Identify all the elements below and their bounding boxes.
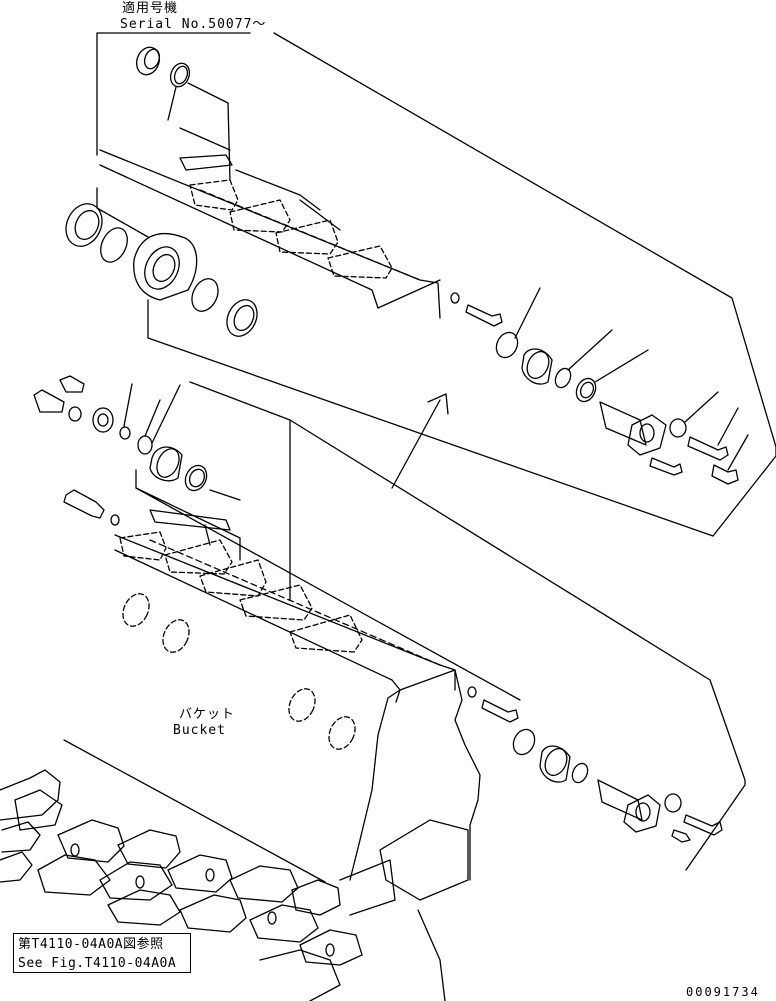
serial-label-jp: 適用号機 bbox=[122, 1, 179, 16]
reference-box: 第T4110-04A0A図参照 See Fig.T4110-04A0A bbox=[13, 933, 191, 973]
assembly-arrow bbox=[391, 393, 449, 489]
hidden-holes bbox=[122, 593, 356, 750]
upper-cutting-edge bbox=[99, 149, 441, 319]
drawing-number: 00091734 bbox=[686, 985, 760, 999]
serial-label-en: Serial No.50077～ bbox=[120, 17, 267, 32]
lower-cutting-edge bbox=[114, 509, 456, 691]
reference-jp: 第T4110-04A0A図参照 bbox=[18, 937, 164, 952]
mid-left-hardware bbox=[33, 375, 291, 601]
bucket-teeth bbox=[0, 769, 363, 1001]
bucket-label-en: Bucket bbox=[173, 723, 226, 738]
reference-en: See Fig.T4110-04A0A bbox=[18, 956, 177, 971]
bucket-outline bbox=[63, 669, 481, 1001]
lower-bolt bbox=[63, 489, 120, 526]
lower-right-hardware bbox=[467, 686, 723, 843]
upper-right-hardware bbox=[450, 287, 749, 485]
detail-frame bbox=[96, 32, 776, 537]
boss-and-rings bbox=[65, 203, 258, 337]
bucket-label-jp: バケット bbox=[179, 707, 236, 722]
lower-frame bbox=[135, 419, 746, 871]
upper-seal-rings bbox=[135, 46, 231, 181]
